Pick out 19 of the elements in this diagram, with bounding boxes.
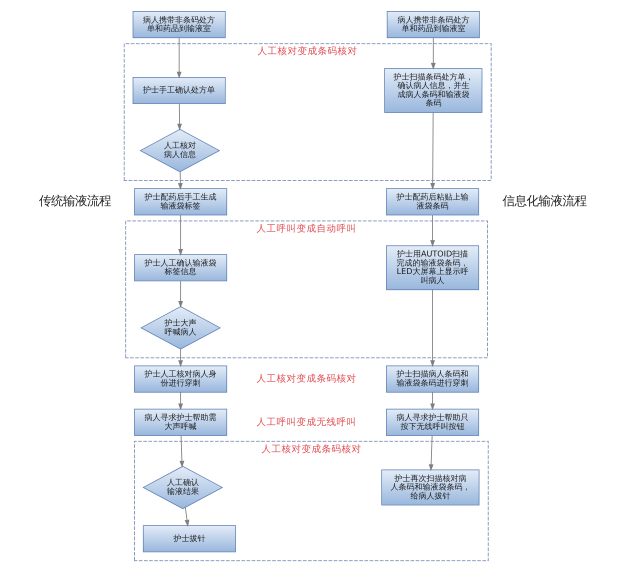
arrow — [178, 392, 183, 410]
arrow — [430, 392, 434, 410]
label: 人工核对变成条码核对 — [256, 374, 356, 385]
arrow — [178, 280, 183, 308]
arrow — [176, 104, 182, 131]
label: 信息化输液流程 — [502, 192, 586, 208]
arrow — [176, 38, 182, 79]
arrow — [430, 38, 436, 70]
arrow — [184, 507, 189, 527]
label: 传统输液流程 — [38, 192, 111, 208]
arrow — [428, 435, 434, 472]
arrow — [430, 112, 435, 190]
arrow — [177, 171, 182, 190]
arrow — [430, 290, 434, 368]
arrow — [430, 214, 434, 248]
label: 人工呼叫变成无线呼叫 — [256, 416, 356, 428]
arrow — [178, 214, 183, 256]
arrow — [178, 348, 183, 368]
arrow — [179, 435, 184, 468]
